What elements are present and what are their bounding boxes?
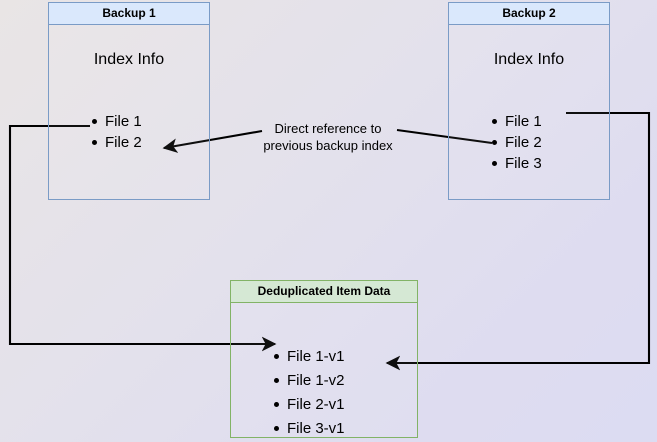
dedup-body: File 1-v1 File 1-v2 File 2-v1 File 3-v1: [231, 303, 417, 437]
list-item: File 2-v1: [273, 393, 345, 417]
backup-1-box[interactable]: Backup 1 Index Info File 1 File 2: [48, 2, 210, 200]
list-item: File 1: [491, 111, 542, 132]
backup-2-body: Index Info File 1 File 2 File 3: [449, 25, 609, 199]
backup-1-index-title: Index Info: [93, 51, 165, 68]
list-item: File 3: [491, 153, 542, 174]
backup-2-file-list: File 1 File 2 File 3: [491, 111, 542, 174]
dedup-header: Deduplicated Item Data: [231, 281, 417, 303]
backup-1-body: Index Info File 1 File 2: [49, 25, 209, 199]
direct-reference-label-line-2: previous backup index: [263, 138, 393, 153]
list-item: File 1-v2: [273, 369, 345, 393]
backup-2-box[interactable]: Backup 2 Index Info File 1 File 2 File 3: [448, 2, 610, 200]
direct-reference-label-line-1: Direct reference to: [274, 121, 382, 136]
dedup-file-list: File 1-v1 File 1-v2 File 2-v1 File 3-v1: [273, 345, 345, 441]
list-item: File 2: [491, 132, 542, 153]
backup-1-file-list: File 1 File 2: [91, 111, 142, 153]
direct-reference-label: Direct reference to previous backup inde…: [248, 120, 408, 154]
list-item: File 3-v1: [273, 417, 345, 441]
list-item: File 2: [91, 132, 142, 153]
backup-2-header: Backup 2: [449, 3, 609, 25]
backup-2-index-title: Index Info: [493, 51, 565, 68]
deduplicated-item-data-box[interactable]: Deduplicated Item Data File 1-v1 File 1-…: [230, 280, 418, 438]
list-item: File 1-v1: [273, 345, 345, 369]
backup-1-header: Backup 1: [49, 3, 209, 25]
list-item: File 1: [91, 111, 142, 132]
